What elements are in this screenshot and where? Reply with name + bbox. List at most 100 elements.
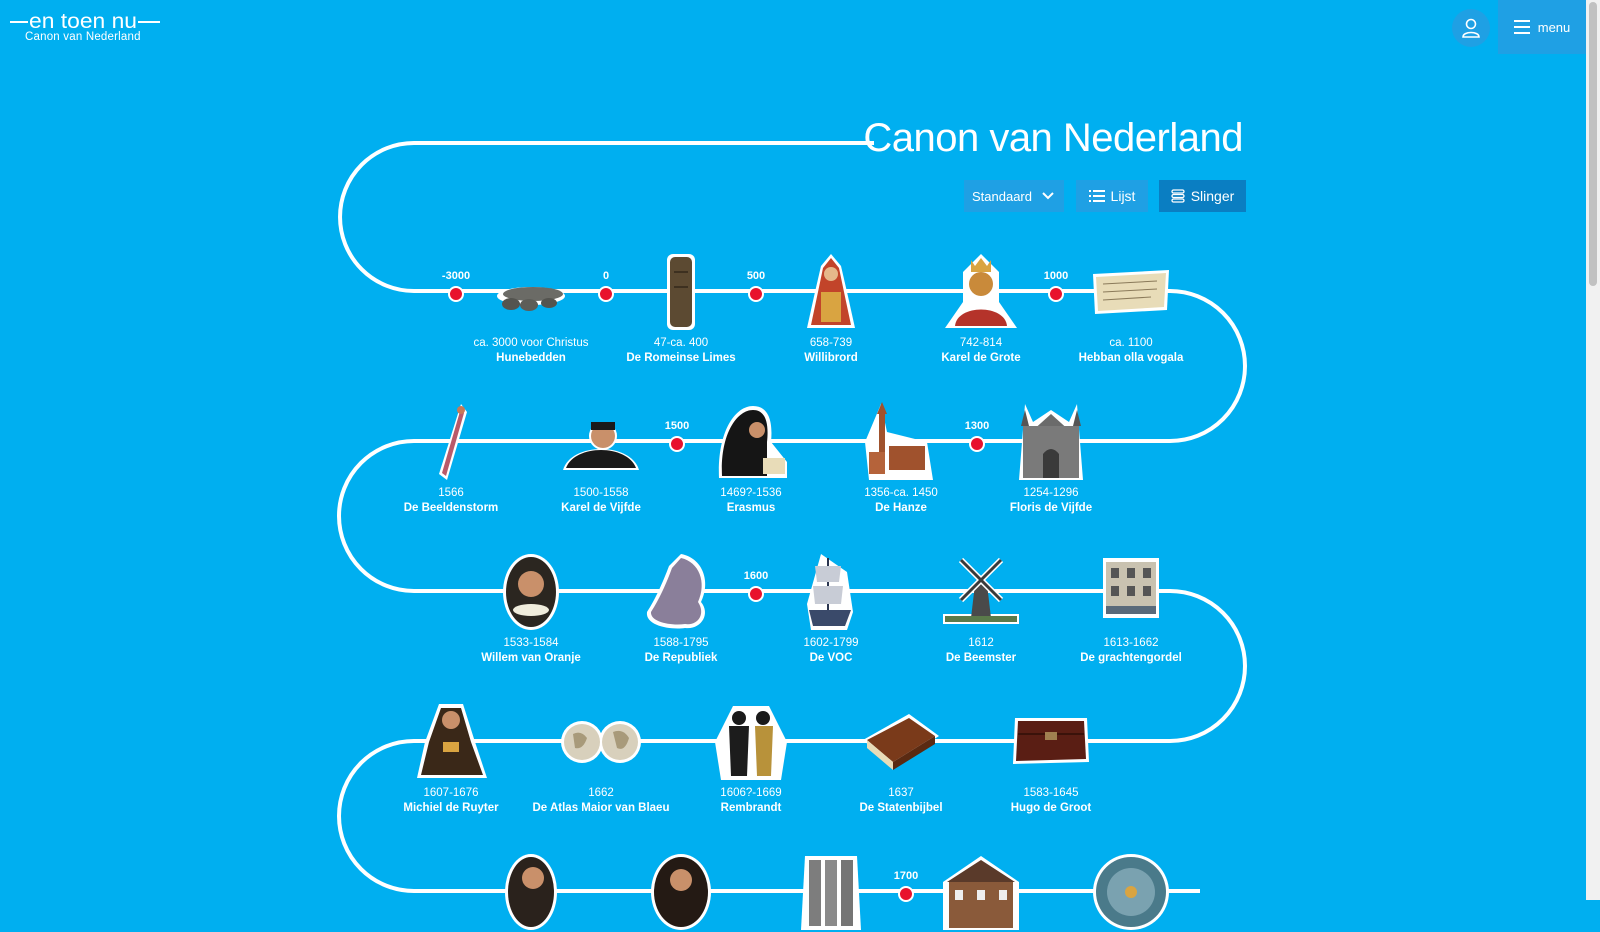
year-marker: -3000 bbox=[421, 270, 491, 302]
item-title: De Romeinse Limes bbox=[626, 352, 736, 364]
canon-item-de-voc[interactable]: 1602-1799 De VOC bbox=[756, 552, 906, 666]
item-date: 1612 bbox=[968, 637, 994, 649]
item-date: 1254-1296 bbox=[1023, 487, 1079, 499]
canon-item-de-beeldenstorm[interactable]: 1566 De Beeldenstorm bbox=[376, 402, 526, 516]
item-date: 1606?-1669 bbox=[720, 787, 782, 799]
item-date: 1469?-1536 bbox=[720, 487, 782, 499]
canon-item-willem-van-oranje[interactable]: 1533-1584 Willem van Oranje bbox=[456, 552, 606, 666]
item-date: 1500-1558 bbox=[573, 487, 629, 499]
astronomical-clock-icon bbox=[1091, 852, 1171, 932]
year-dot bbox=[448, 286, 464, 302]
view-slinger-button[interactable]: Slinger bbox=[1159, 180, 1246, 212]
crowned-bust-icon bbox=[941, 252, 1021, 332]
list-icon bbox=[1088, 190, 1105, 202]
view-list-label: Lijst bbox=[1110, 188, 1136, 204]
item-date: 1637 bbox=[888, 787, 914, 799]
item-date: 1566 bbox=[438, 487, 464, 499]
item-date: ca. 1100 bbox=[1109, 337, 1153, 349]
item-date: 1613-1662 bbox=[1103, 637, 1159, 649]
item-date: 1583-1645 bbox=[1023, 787, 1079, 799]
item-date: 47-ca. 400 bbox=[653, 337, 709, 349]
year-marker: 0 bbox=[571, 270, 641, 302]
canon-item-michiel-de-ruyter[interactable]: 1607-1676 Michiel de Ruyter bbox=[376, 702, 526, 816]
country-house-icon bbox=[941, 852, 1021, 932]
view-select[interactable]: Standaard bbox=[964, 180, 1064, 212]
scrollbar-thumb[interactable] bbox=[1589, 2, 1597, 286]
canon-item-de-hanze[interactable]: 1356-ca. 1450 De Hanze bbox=[826, 402, 976, 516]
roman-stone-icon bbox=[641, 252, 721, 332]
prince-portrait-icon bbox=[491, 552, 571, 632]
leo-belgicus-map-icon bbox=[641, 552, 721, 632]
world-map-icon bbox=[561, 702, 641, 782]
canon-item-de-statenbijbel[interactable]: 1637 De Statenbijbel bbox=[826, 702, 976, 816]
user-icon bbox=[1462, 18, 1480, 38]
site-logo[interactable]: en toen nu Canon van Nederland bbox=[10, 10, 160, 46]
user-account-button[interactable] bbox=[1452, 9, 1490, 47]
year-label: 1600 bbox=[743, 570, 769, 582]
year-label: 1500 bbox=[664, 420, 690, 432]
canon-item-floris-de-vijfde[interactable]: 1254-1296 Floris de Vijfde bbox=[976, 402, 1126, 516]
year-label: 1700 bbox=[893, 870, 919, 882]
canon-item-karel-de-grote[interactable]: 742-814 Karel de Grote bbox=[906, 252, 1056, 366]
chevron-down-icon bbox=[1042, 192, 1054, 200]
menu-button[interactable]: menu bbox=[1498, 0, 1586, 54]
svg-text:en toen nu: en toen nu bbox=[29, 10, 137, 32]
canon-item-de-republiek[interactable]: 1588-1795 De Republiek bbox=[606, 552, 756, 666]
canon-item-hebban-olla-vogala[interactable]: ca. 1100 Hebban olla vogala bbox=[1056, 252, 1206, 366]
canon-item-row5-1[interactable] bbox=[456, 852, 606, 932]
year-dot bbox=[748, 586, 764, 602]
canon-item-hunebedden[interactable]: ca. 3000 voor Christus Hunebedden bbox=[456, 252, 606, 366]
statue-group-icon bbox=[791, 852, 871, 932]
view-select-value: Standaard bbox=[972, 188, 1032, 204]
canon-item-row5-5[interactable] bbox=[1056, 852, 1206, 932]
canon-item-willibrord[interactable]: 658-739 Willibrord bbox=[756, 252, 906, 366]
item-title: Rembrandt bbox=[720, 802, 782, 814]
canon-item-row5-4[interactable] bbox=[906, 852, 1056, 932]
item-title: Willem van Oranje bbox=[481, 652, 581, 664]
canon-item-row5-3[interactable] bbox=[756, 852, 906, 932]
canon-item-de-grachtengordel[interactable]: 1613-1662 De grachtengordel bbox=[1056, 552, 1206, 666]
item-date: 1662 bbox=[588, 787, 614, 799]
canon-item-karel-de-vijfde[interactable]: 1500-1558 Karel de Vijfde bbox=[526, 402, 676, 516]
page-scrollbar[interactable] bbox=[1586, 0, 1600, 900]
timeline-path bbox=[337, 141, 1247, 893]
year-dot bbox=[969, 436, 985, 452]
item-title: Floris de Vijfde bbox=[1009, 502, 1093, 514]
canon-item-rembrandt[interactable]: 1606?-1669 Rembrandt bbox=[676, 702, 826, 816]
page-title: Canon van Nederland bbox=[863, 116, 1243, 160]
canon-item-de-romeinse-limes[interactable]: 47-ca. 400 De Romeinse Limes bbox=[606, 252, 756, 366]
year-marker: 1300 bbox=[942, 420, 1012, 452]
year-label: -3000 bbox=[441, 270, 471, 282]
emperor-portrait-icon bbox=[561, 402, 641, 482]
year-label: 500 bbox=[746, 270, 766, 282]
hanse-town-icon bbox=[861, 402, 941, 482]
item-date: 742-814 bbox=[959, 337, 1003, 349]
item-date: 1356-ca. 1450 bbox=[864, 487, 938, 499]
item-title: De Beemster bbox=[945, 652, 1017, 664]
view-list-button[interactable]: Lijst bbox=[1076, 180, 1148, 212]
item-title: De Beeldenstorm bbox=[403, 502, 499, 514]
logo-wordmark: en toen nu bbox=[10, 10, 160, 32]
item-title: De Statenbijbel bbox=[859, 802, 943, 814]
scholar-icon bbox=[711, 402, 791, 482]
windmill-icon bbox=[941, 552, 1021, 632]
view-slinger-label: Slinger bbox=[1190, 188, 1235, 204]
year-marker: 1000 bbox=[1021, 270, 1091, 302]
canon-item-hugo-de-groot[interactable]: 1583-1645 Hugo de Groot bbox=[976, 702, 1126, 816]
slinger-icon bbox=[1171, 189, 1185, 203]
item-date: 1607-1676 bbox=[423, 787, 479, 799]
sailing-ship-icon bbox=[791, 552, 871, 632]
gothic-castle-icon bbox=[1011, 402, 1091, 482]
canon-item-de-atlas-maior-van-blaeu[interactable]: 1662 De Atlas Maior van Blaeu bbox=[526, 702, 676, 816]
menu-label: menu bbox=[1537, 19, 1571, 35]
item-date: 658-739 bbox=[809, 337, 853, 349]
item-title: Karel de Vijfde bbox=[561, 502, 641, 514]
hamburger-icon bbox=[1513, 20, 1530, 34]
canon-item-de-beemster[interactable]: 1612 De Beemster bbox=[906, 552, 1056, 666]
year-label: 0 bbox=[602, 270, 610, 282]
canon-item-row5-2[interactable] bbox=[606, 852, 756, 932]
year-marker: 1600 bbox=[721, 570, 791, 602]
man-portrait-icon bbox=[491, 852, 571, 932]
canon-item-erasmus[interactable]: 1469?-1536 Erasmus bbox=[676, 402, 826, 516]
manuscript-icon bbox=[1091, 252, 1171, 332]
